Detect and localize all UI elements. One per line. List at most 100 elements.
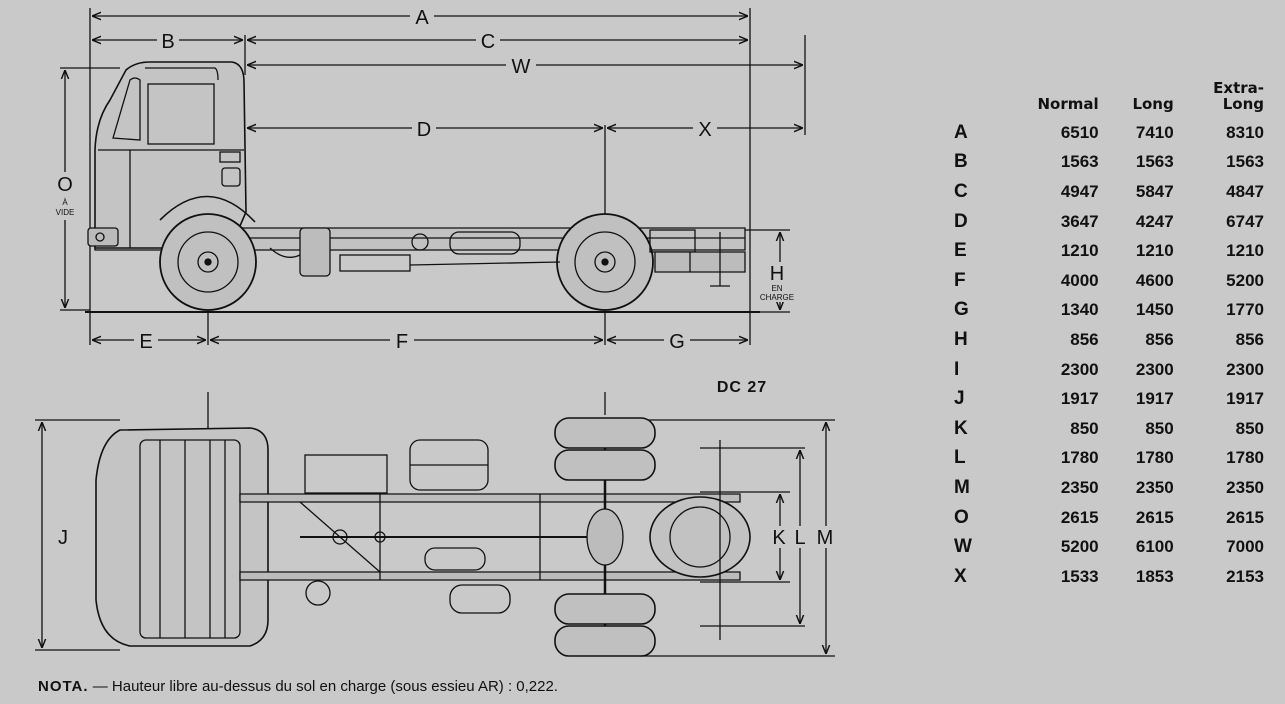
cell-normal: 4000 [1060,270,1099,290]
top-view-labels: J K L M [52,526,840,549]
cell-extra-long: 6747 [1226,211,1264,231]
cell-long: 6100 [1135,537,1174,557]
cell-long: 856 [1145,329,1174,349]
cell-extra-long: 2350 [1226,477,1264,497]
row-dim-label: A [954,121,968,143]
cell-extra-long: 1780 [1226,448,1264,468]
table-header-row: Normal Long Extra- Long [940,80,1270,118]
cell-long: 1917 [1135,389,1174,409]
table-row: H 856 856 856 [940,325,1270,355]
row-dim-label: H [954,328,968,350]
cell-extra-long: 856 [1235,329,1264,349]
row-dim-label: W [954,536,972,558]
side-view-labels: A B C W D X E F G O À VIDE H EN CHARGE [52,4,800,353]
dim-label-l: L [794,527,805,549]
row-dim-label: X [954,565,967,587]
cell-long: 1210 [1135,241,1174,261]
side-view [60,8,806,345]
table-row: W 5200 6100 7000 [940,532,1270,562]
row-dim-label: F [954,269,966,291]
row-dim-label: B [954,151,968,173]
cell-extra-long: 7000 [1226,537,1264,557]
cell-extra-long: 8310 [1226,122,1264,142]
cell-extra-long: 2615 [1226,507,1264,527]
cell-extra-long: 850 [1235,418,1264,438]
header-extra-long: Extra- Long [1213,79,1264,113]
model-label: DC 27 [717,379,767,396]
cell-long: 850 [1145,418,1174,438]
cell-extra-long: 1770 [1226,300,1264,320]
table-row: A 6510 7410 8310 [940,118,1270,148]
dim-label-a: A [415,7,429,29]
h-note-line1: EN [771,284,782,293]
spare-wheel [649,496,751,578]
row-dim-label: K [954,417,968,439]
cell-normal: 1780 [1060,448,1099,468]
dim-label-w: W [512,56,531,78]
row-dim-label: G [954,299,969,321]
cell-long: 5847 [1135,181,1174,201]
cell-extra-long: 2153 [1226,566,1264,586]
cell-long: 7410 [1135,122,1174,142]
nota-text: — Hauteur libre au-dessus du sol en char… [88,678,558,695]
cell-extra-long: 2300 [1226,359,1264,379]
nota-note: NOTA. — Hauteur libre au-dessus du sol e… [38,678,558,695]
cell-long: 2300 [1135,359,1174,379]
dim-label-h: H [770,263,784,285]
row-dim-label: D [954,210,968,232]
cell-normal: 2615 [1060,507,1099,527]
o-note-line1: À [62,198,68,207]
cell-normal: 6510 [1060,122,1099,142]
cab [94,61,247,249]
dim-label-j: J [58,527,68,549]
dim-label-g: G [669,331,685,353]
cell-normal: 850 [1070,418,1099,438]
cell-extra-long: 4847 [1226,181,1264,201]
h-note-line2: CHARGE [760,293,794,302]
nota-label: NOTA. [38,678,89,695]
row-dim-label: O [954,506,969,528]
cell-long: 1450 [1135,300,1174,320]
header-long: Long [1132,95,1174,113]
cell-normal: 1917 [1060,389,1099,409]
cell-normal: 3647 [1060,211,1099,231]
cell-normal: 1210 [1060,241,1099,261]
cab-top [95,427,269,647]
row-dim-label: E [954,240,967,262]
table-row: B 1563 1563 1563 [940,148,1270,178]
table-row: O 2615 2615 2615 [940,503,1270,533]
row-dim-label: J [954,388,965,410]
dim-label-x: X [698,119,711,141]
cell-long: 4247 [1135,211,1174,231]
cell-long: 2615 [1135,507,1174,527]
cell-normal: 5200 [1060,537,1099,557]
row-dim-label: I [954,358,960,380]
table-row: K 850 850 850 [940,414,1270,444]
cell-normal: 1533 [1060,566,1099,586]
header-normal: Normal [1037,95,1099,113]
cell-normal: 2350 [1060,477,1099,497]
dim-label-c: C [481,31,495,53]
chassis-drawing: A B C W D X E F G O À VIDE H EN CHARGE D… [35,4,840,657]
dim-label-d: D [417,119,431,141]
cell-normal: 856 [1070,329,1099,349]
dim-label-k: K [772,527,786,549]
cell-normal: 1563 [1060,152,1099,172]
cell-extra-long: 5200 [1226,270,1264,290]
dim-label-m: M [817,527,834,549]
dim-label-b: B [161,31,174,53]
top-view [35,392,835,657]
cell-long: 1563 [1135,152,1174,172]
row-dim-label: L [954,447,966,469]
cell-long: 2350 [1135,477,1174,497]
cell-extra-long: 1563 [1226,152,1264,172]
